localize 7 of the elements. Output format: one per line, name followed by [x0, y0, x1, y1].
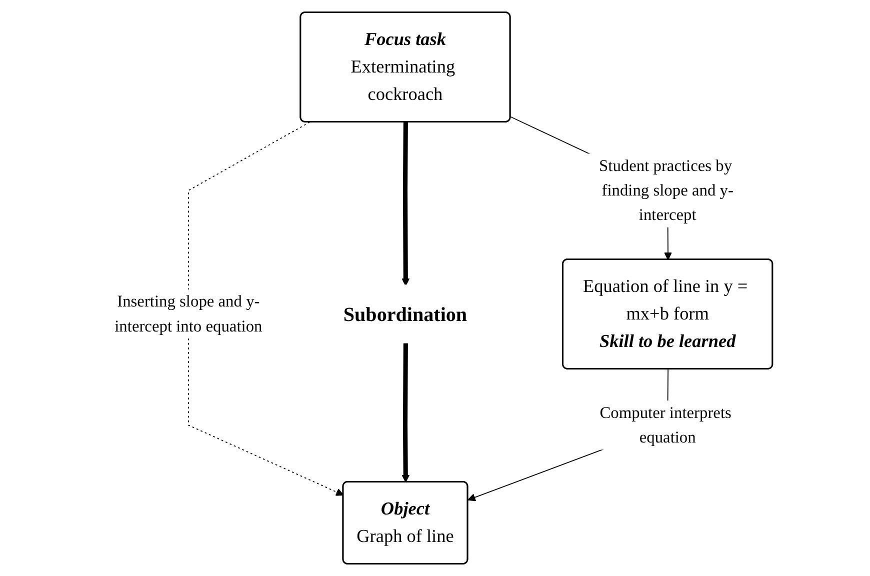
edge-label: Computer interprets equation — [600, 403, 732, 446]
node-text: Subordination — [344, 302, 468, 326]
edge-label: Inserting slope and y-intercept into equation — [114, 292, 262, 335]
arrow — [188, 122, 344, 496]
arrow — [402, 122, 410, 286]
edge-label: Student practices by finding slope and y-intercept — [599, 156, 734, 224]
arrow — [402, 343, 410, 482]
